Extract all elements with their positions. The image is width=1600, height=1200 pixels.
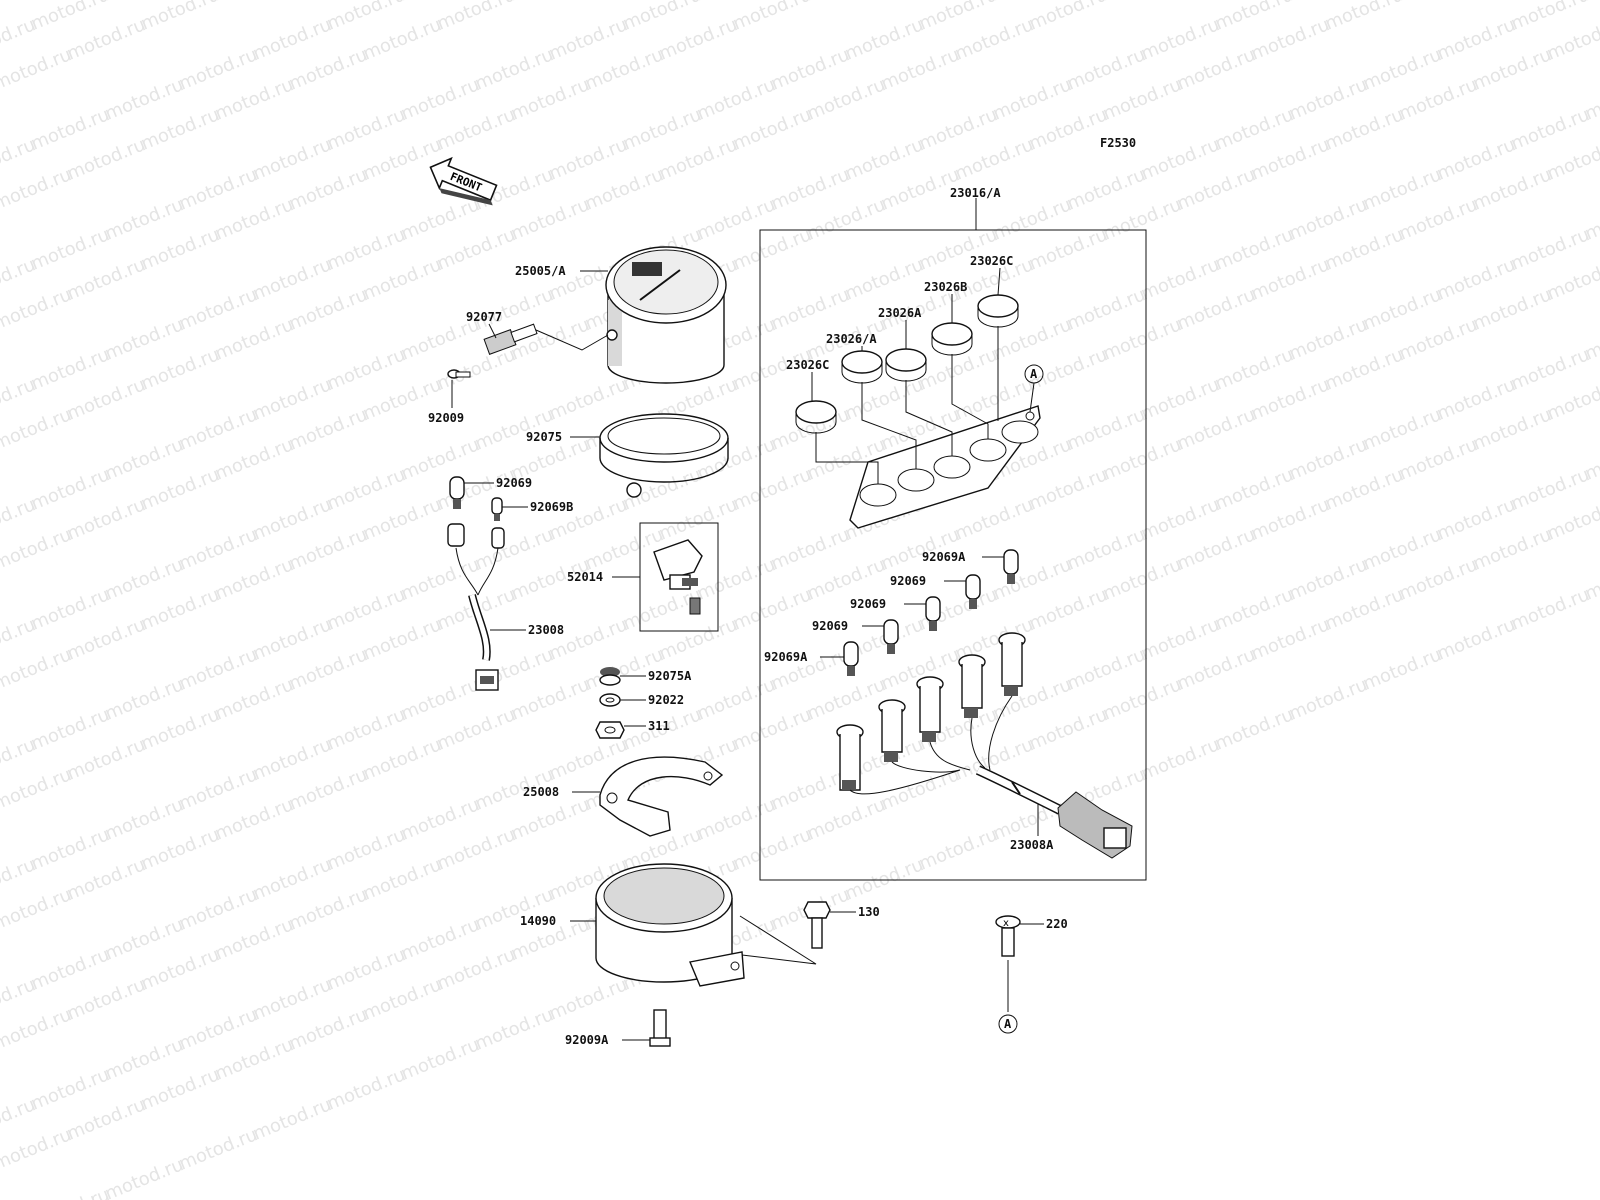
label-23026B: 23026B: [924, 280, 967, 294]
label-23016A: 23016/A: [950, 186, 1001, 200]
label-92009: 92009: [428, 411, 464, 425]
label-92077: 92077: [466, 310, 502, 324]
bulb-92069B: [491, 497, 503, 521]
ring-92075: [599, 413, 729, 498]
indicator-plate: [849, 405, 1041, 529]
grommet-92075A: [599, 667, 621, 686]
label-92075: 92075: [526, 430, 562, 444]
label-23026C-left: 23026C: [786, 358, 829, 372]
label-220: 220: [1046, 917, 1068, 931]
label-25005A: 25005/A: [515, 264, 566, 278]
label-52014: 52014: [567, 570, 603, 584]
label-92022: 92022: [648, 693, 684, 707]
label-23008: 23008: [528, 623, 564, 637]
label-92069-left: 92069: [496, 476, 532, 490]
label-92069A-right-2: 92069A: [764, 650, 808, 664]
callout-a-bottom: [998, 1014, 1018, 1034]
label-92069-right-3: 92069: [812, 619, 848, 633]
speedometer: [605, 246, 727, 384]
sensor-52014: [653, 539, 703, 615]
label-311: 311: [648, 719, 670, 733]
bulb-92069-left: [449, 476, 465, 509]
harness-23008: [447, 523, 505, 691]
lens-cap-2: [841, 350, 883, 384]
lens-cap-3: [885, 348, 927, 382]
label-23026-slash-A: 23026/A: [826, 332, 877, 346]
bulb-92069A-right-1: [1003, 549, 1019, 584]
svg-text:x: x: [1003, 918, 1009, 929]
callout-a-bottom-text: A: [1004, 1017, 1012, 1031]
label-25008: 25008: [523, 785, 559, 799]
label-92075A: 92075A: [648, 669, 692, 683]
washer-92022: [599, 693, 621, 707]
label-23026C-top: 23026C: [970, 254, 1013, 268]
nut-311: [595, 721, 625, 739]
label-130: 130: [858, 905, 880, 919]
lens-cap-5: [977, 294, 1019, 328]
screw-220: x: [995, 915, 1021, 957]
label-23008A: 23008A: [1010, 838, 1054, 852]
lens-cap-1: [795, 400, 837, 434]
label-92069-right-1: 92069: [890, 574, 926, 588]
front-arrow-icon: FRONT: [429, 156, 498, 206]
bolt-92009A: [649, 1009, 671, 1047]
harness-23008A: [836, 632, 1133, 859]
assembly-box: [759, 229, 1147, 881]
label-23026A: 23026A: [878, 306, 922, 320]
bolt-130: [803, 901, 831, 949]
watermark-text: motod.ru: [1582, 0, 1600, 5]
cover-14090: [595, 863, 817, 987]
callout-a-top-text: A: [1030, 367, 1038, 381]
label-92069A-right-1: 92069A: [922, 550, 966, 564]
bracket-25008: [599, 756, 724, 837]
bulb-92069A-right-2: [843, 641, 859, 676]
label-92069B: 92069B: [530, 500, 573, 514]
screw-92009: [447, 369, 471, 379]
bulb-92069-right-2: [925, 596, 941, 631]
diagram-code: F2530: [1100, 136, 1136, 150]
bulb-92069-right-3: [883, 619, 899, 654]
cable-92077: [483, 323, 609, 355]
label-92009A: 92009A: [565, 1033, 609, 1047]
bulb-92069-right-1: [965, 574, 981, 609]
lens-cap-4: [931, 322, 973, 356]
label-92069-right-2: 92069: [850, 597, 886, 611]
label-14090: 14090: [520, 914, 556, 928]
